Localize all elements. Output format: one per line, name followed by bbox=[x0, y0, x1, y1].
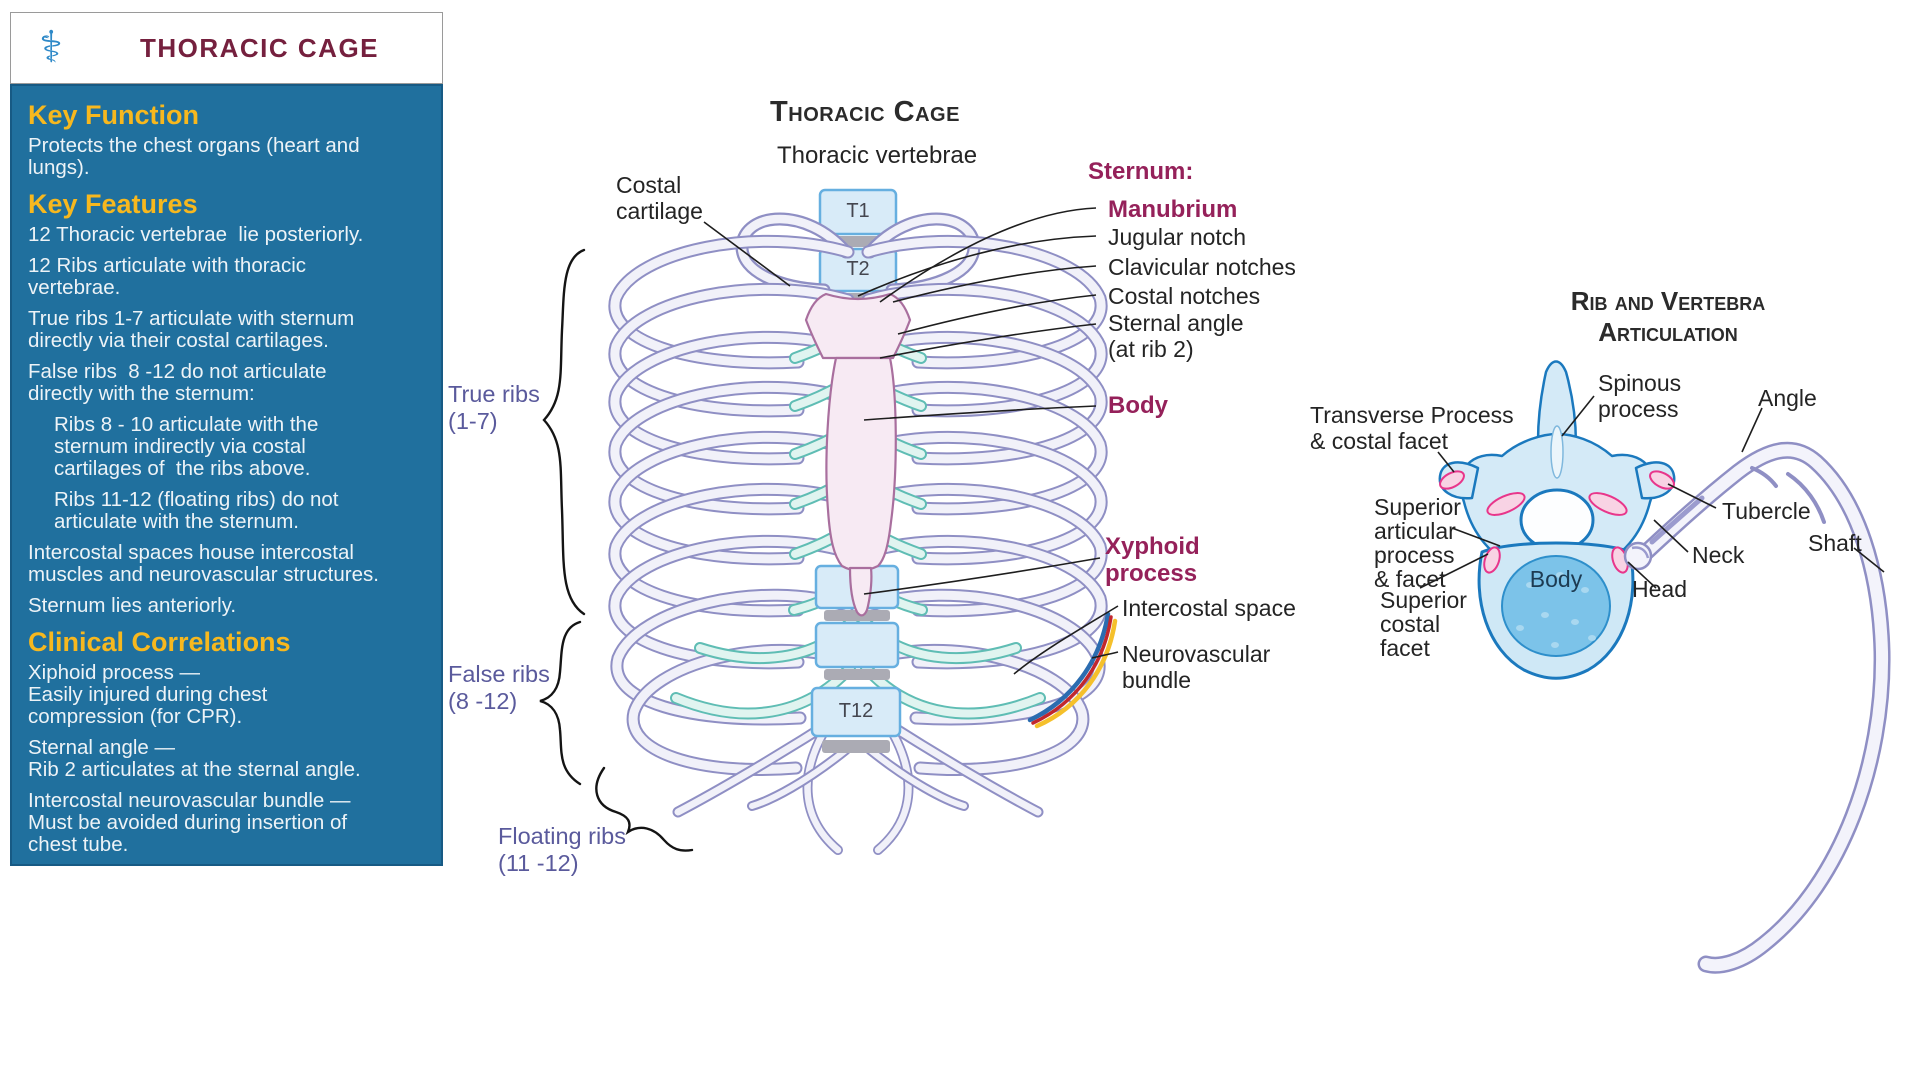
vertebra-label-t1: T1 bbox=[846, 200, 870, 222]
paragraph: False ribs 8 -12 do not articulate direc… bbox=[28, 360, 327, 405]
central-callout-lines bbox=[703, 207, 1119, 675]
paragraph: Intercostal neurovascular bundle — Must … bbox=[28, 789, 351, 856]
label-clavicular-notches: Clavicular notches bbox=[1108, 254, 1296, 280]
label-head: Head bbox=[1632, 576, 1687, 602]
label-costal-cartilage: Costal cartilage bbox=[616, 172, 703, 224]
sternum-drawing bbox=[804, 292, 912, 617]
label-thoracic-vertebrae: Thoracic vertebrae bbox=[776, 142, 978, 169]
info-panel: Key Function Protects the chest organs (… bbox=[10, 84, 443, 866]
label-shaft: Shaft bbox=[1808, 530, 1862, 556]
paragraph: Intercostal spaces house intercostal mus… bbox=[28, 541, 379, 586]
vertebra-label-t2: T2 bbox=[846, 258, 870, 280]
label-manubrium: Manubrium bbox=[1108, 196, 1238, 223]
section-heading-key-function: Key Function bbox=[28, 100, 200, 130]
label-spinous-process: Spinous process bbox=[1598, 370, 1682, 422]
rib-group-braces bbox=[539, 248, 694, 852]
label-intercostal-space: Intercostal space bbox=[1122, 595, 1296, 621]
label-angle: Angle bbox=[1758, 385, 1817, 411]
label-floating-ribs: Floating ribs (11 -12) bbox=[498, 823, 626, 876]
paragraph: Sternal angle — Rib 2 articulates at the… bbox=[28, 736, 361, 781]
staff-of-asclepius-icon: ⚕ bbox=[39, 23, 63, 72]
right-diagram-title: Rib and Vertebra Articulation bbox=[1570, 286, 1766, 348]
neurovascular-bundle-stripes bbox=[1027, 611, 1118, 729]
paragraph: Protects the chest organs (heart and lun… bbox=[28, 134, 360, 179]
label-xyphoid-process: Xyphoid process bbox=[1105, 533, 1200, 588]
paragraph: Ribs 11-12 (floating ribs) do not articu… bbox=[54, 488, 339, 533]
paragraph: Xiphoid process — Easily injured during … bbox=[28, 661, 268, 728]
label-superior-articular-process: Superior articular process & facet bbox=[1374, 494, 1461, 593]
ribs bbox=[608, 212, 1108, 855]
label-vertebral-body: Body bbox=[1529, 566, 1583, 592]
label-false-ribs: False ribs (8 -12) bbox=[448, 661, 550, 714]
label-superior-costal-facet: Superior costal facet bbox=[1380, 587, 1467, 662]
label-costal-notches: Costal notches bbox=[1108, 283, 1261, 309]
paragraph: Ribs 8 - 10 articulate with the sternum … bbox=[54, 413, 319, 480]
header-card: ⚕ THORACIC CAGE bbox=[10, 12, 443, 84]
paragraph: 12 Thoracic vertebrae lie posteriorly. bbox=[28, 223, 364, 246]
page-title: THORACIC CAGE bbox=[139, 32, 380, 63]
articulated-rib bbox=[1633, 441, 1891, 974]
label-jugular-notch: Jugular notch bbox=[1108, 224, 1247, 250]
central-diagram-title: Thoracic Cage bbox=[770, 96, 960, 128]
label-neck: Neck bbox=[1692, 542, 1745, 568]
body-speckles bbox=[1516, 572, 1596, 648]
label-true-ribs: True ribs (1-7) bbox=[448, 381, 540, 434]
rib-vertebra-articulation-drawing bbox=[1419, 360, 1891, 974]
label-tubercle: Tubercle bbox=[1722, 498, 1811, 524]
rib-cage-drawing bbox=[539, 188, 1119, 855]
label-neurovascular-bundle: Neurovascular bundle bbox=[1122, 641, 1271, 693]
vertebra-label-t12: T12 bbox=[838, 700, 874, 722]
paragraph: True ribs 1-7 articulate with sternum di… bbox=[28, 307, 355, 352]
vertebra-superior-view bbox=[1438, 360, 1676, 680]
section-heading-clinical-correlations: Clinical Correlations bbox=[28, 627, 291, 657]
paragraph: 12 Ribs articulate with thoracic vertebr… bbox=[28, 254, 307, 299]
label-sternum-body: Body bbox=[1108, 392, 1168, 419]
label-transverse-process: Transverse Process & costal facet bbox=[1310, 402, 1514, 454]
label-sternum-heading: Sternum: bbox=[1088, 158, 1194, 185]
section-heading-key-features: Key Features bbox=[28, 189, 198, 219]
label-sternal-angle: Sternal angle (at rib 2) bbox=[1108, 310, 1244, 362]
paragraph: Sternum lies anteriorly. bbox=[28, 594, 237, 617]
right-callout-lines bbox=[1419, 395, 1885, 589]
